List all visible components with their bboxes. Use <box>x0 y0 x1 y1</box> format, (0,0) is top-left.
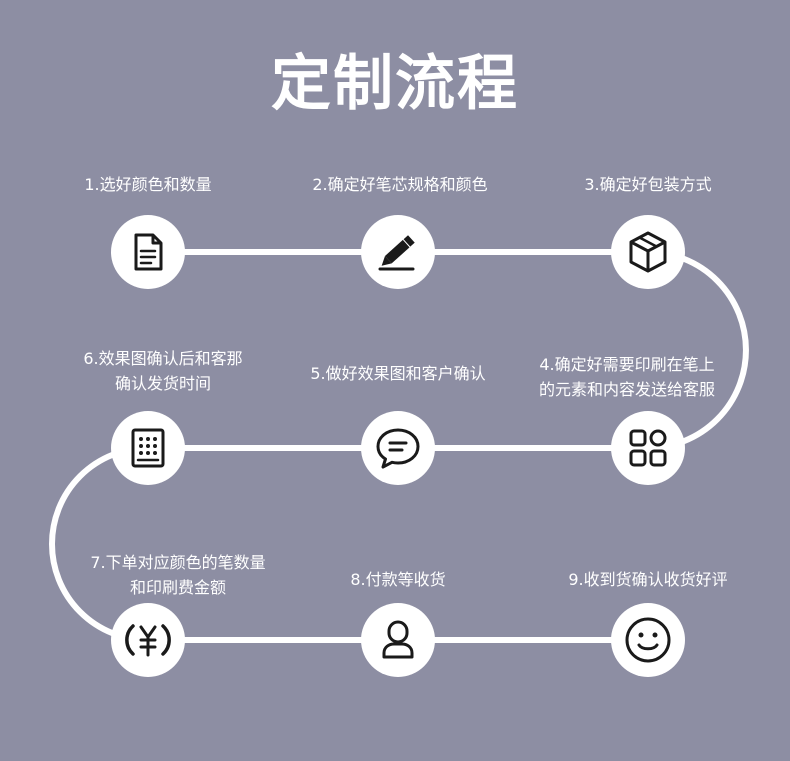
pen-icon <box>378 235 415 271</box>
box-icon <box>629 231 667 273</box>
step-label: 9.收到货确认收货好评 <box>568 570 728 589</box>
step-label: 3.确定好包装方式 <box>584 175 712 194</box>
step-label: 8.付款等收货 <box>350 570 446 589</box>
yuan-coin-icon <box>125 624 171 657</box>
keypad-icon <box>131 428 165 468</box>
step-label: 4.确定好需要印刷在笔上 的元素和内容发送给客服 <box>538 355 715 399</box>
step-node <box>361 603 435 677</box>
document-icon <box>134 233 163 271</box>
step-node <box>111 603 185 677</box>
step-node <box>611 411 685 485</box>
step-node <box>111 215 185 289</box>
step-node <box>611 215 685 289</box>
smile-icon <box>625 617 671 663</box>
step-node <box>361 215 435 289</box>
step-label: 6.效果图确认后和客那 确认发货时间 <box>83 349 243 393</box>
user-icon <box>382 620 414 659</box>
step-label: 5.做好效果图和客户确认 <box>310 364 486 383</box>
step-label: 1.选好颜色和数量 <box>84 175 212 194</box>
apps-icon <box>629 429 667 467</box>
page-title: 定制流程 <box>271 49 519 119</box>
step-node <box>611 603 685 677</box>
chat-bubble-icon <box>376 428 420 469</box>
step-label: 7.下单对应颜色的笔数量 和印刷费金额 <box>90 553 266 597</box>
step-node <box>361 411 435 485</box>
step-node <box>111 411 185 485</box>
step-label: 2.确定好笔芯规格和颜色 <box>312 175 488 194</box>
